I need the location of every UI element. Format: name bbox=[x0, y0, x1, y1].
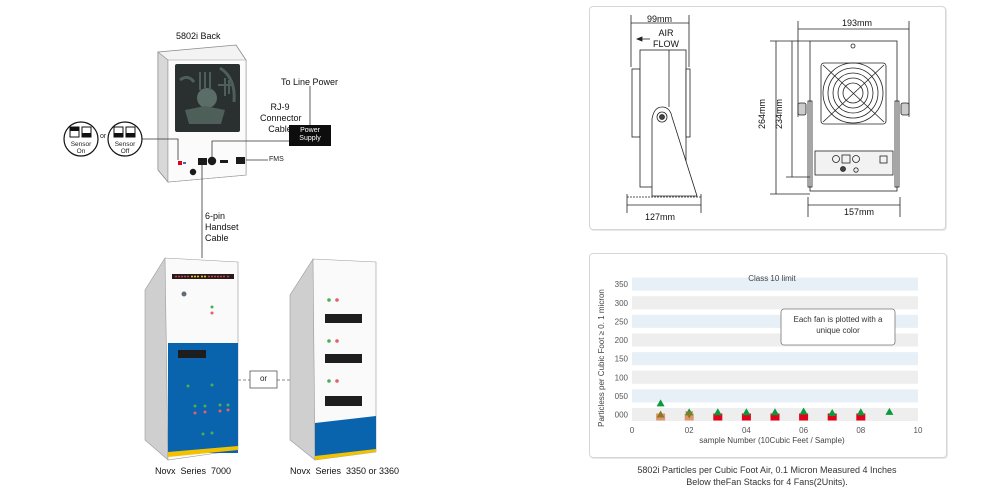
data-point bbox=[827, 413, 837, 421]
y-axis-label: Particless per Cubic Foot ≥ 0. 1 micron bbox=[597, 289, 606, 427]
chart-caption-line: 5802i Particles per Cubic Foot Air, 0.1 … bbox=[637, 465, 897, 475]
front-width-dim: 193mm bbox=[842, 18, 873, 28]
data-point bbox=[656, 399, 665, 407]
class-limit-label: Class 10 limit bbox=[748, 274, 796, 283]
x-tick-label: 04 bbox=[742, 426, 751, 435]
novx-7000-unit bbox=[144, 257, 239, 461]
rj9-label-line: Cable bbox=[268, 124, 292, 134]
data-point bbox=[742, 408, 751, 416]
sensor-on-diagram bbox=[63, 121, 99, 157]
data-point bbox=[713, 413, 723, 421]
air-flow-line: FLOW bbox=[653, 39, 679, 49]
dip-switch-icon bbox=[178, 161, 182, 165]
dimension-drawing bbox=[626, 15, 910, 217]
y-tick-label: 300 bbox=[615, 299, 629, 308]
handset-label-line: 6-pin bbox=[205, 211, 226, 221]
power-supply-label-line: Power bbox=[300, 127, 320, 134]
y-tick-label: 000 bbox=[615, 411, 629, 420]
data-point bbox=[771, 408, 779, 416]
data-point bbox=[885, 407, 894, 415]
side-width-dim: 99mm bbox=[647, 14, 673, 24]
sensor-off-label-line: Sensor bbox=[114, 141, 136, 148]
particle-chart: 000 050 100 150 200 250 300 350 0 02 04 06 08 10 Cla… bbox=[597, 274, 923, 445]
annotation-text: Each fan is plotted with a unique color bbox=[793, 315, 883, 335]
ionizer-back-unit bbox=[157, 44, 247, 183]
y-tick-label: 350 bbox=[615, 280, 629, 289]
data-point bbox=[799, 413, 809, 421]
x-tick-label: 10 bbox=[914, 426, 923, 435]
data-point bbox=[828, 409, 837, 417]
air-flow-label: AIR FLOW bbox=[653, 28, 679, 50]
fms-label: FMS bbox=[269, 156, 284, 163]
grid-band bbox=[632, 352, 918, 366]
sensor-on-label-line: Sensor bbox=[70, 141, 92, 148]
novx-3350-unit bbox=[289, 258, 377, 461]
chart-panel: 000 050 100 150 200 250 300 350 0 02 04 06 08 10 Cla… bbox=[589, 253, 947, 458]
data-point bbox=[770, 413, 780, 421]
y-tick-label: 200 bbox=[615, 336, 629, 345]
unit-title: 5802i Back bbox=[176, 31, 221, 41]
data-point bbox=[799, 407, 808, 415]
handset-label-line: Handset bbox=[205, 222, 239, 232]
x-tick-label: 06 bbox=[799, 426, 808, 435]
y-tick-label: 050 bbox=[615, 392, 629, 401]
sensor-off-label: Sensor Off bbox=[114, 141, 136, 155]
handset-port-icon bbox=[198, 158, 207, 165]
data-point bbox=[685, 411, 694, 419]
novx-3350-label: Novx Series 3350 or 3360 bbox=[290, 466, 400, 476]
power-supply-label: Power Supply bbox=[289, 127, 331, 143]
rj9-label-line: RJ-9 bbox=[270, 102, 290, 112]
novx-7000-label: Novx Series 7000 bbox=[155, 466, 232, 476]
grid-band bbox=[632, 389, 918, 403]
x-tick-label: 02 bbox=[685, 426, 694, 435]
or-box-label: or bbox=[259, 374, 268, 383]
sensor-on-label-line: On bbox=[76, 148, 86, 155]
rj9-label-line: Connector bbox=[260, 113, 302, 123]
leader-lines bbox=[142, 86, 311, 258]
fms-port-icon bbox=[236, 157, 245, 164]
x-tick-label: 08 bbox=[856, 426, 865, 435]
wiring-diagram: 5802i Back To Line Power RJ-9 Connector … bbox=[63, 31, 400, 476]
sensor-on-label: Sensor On bbox=[70, 141, 92, 155]
front-view bbox=[770, 21, 910, 217]
height-body-dim: 234mm bbox=[774, 98, 784, 129]
base-width-dim: 127mm bbox=[645, 212, 676, 222]
data-point bbox=[656, 410, 665, 418]
handset-label: 6-pin Handset Cable bbox=[205, 211, 239, 244]
y-tick-label: 100 bbox=[615, 373, 629, 382]
line-power-label: To Line Power bbox=[281, 77, 339, 87]
data-point bbox=[713, 408, 722, 416]
dimensions-panel: 99mm AIR FLOW 127mm 193mm 264mm 234mm 15… bbox=[589, 6, 946, 230]
annotation-box bbox=[780, 308, 896, 346]
chart-caption: 5802i Particles per Cubic Foot Air, 0.1 … bbox=[589, 464, 945, 488]
grid-band bbox=[632, 296, 918, 310]
wiring-diagram-graphics bbox=[63, 44, 377, 461]
rj9-label: RJ-9 Connector Cable bbox=[260, 102, 302, 135]
sensor-off-label-line: Off bbox=[120, 148, 130, 155]
side-view bbox=[626, 15, 702, 213]
front-base-dim: 157mm bbox=[844, 207, 875, 217]
power-supply-box bbox=[289, 125, 331, 146]
data-point bbox=[856, 413, 866, 421]
height-total-dim: 264mm bbox=[757, 98, 767, 129]
y-tick-label: 150 bbox=[615, 355, 629, 364]
power-jack-icon bbox=[189, 168, 197, 176]
sensor-or-label: or bbox=[100, 133, 107, 140]
air-flow-line: AIR bbox=[658, 28, 674, 38]
x-tick-label: 0 bbox=[630, 426, 635, 435]
chart-caption-line: Below theFan Stacks for 4 Fans(2Units). bbox=[686, 477, 848, 487]
or-connector bbox=[238, 370, 290, 389]
data-point bbox=[856, 408, 865, 416]
grid-band bbox=[632, 277, 918, 291]
x-axis-label: sample Number (10Cubic Feet / Sample) bbox=[699, 436, 845, 445]
power-supply-label-line: Supply bbox=[299, 135, 321, 142]
y-tick-label: 250 bbox=[615, 317, 629, 326]
rj9-port-icon bbox=[207, 156, 217, 166]
grid-band bbox=[632, 370, 918, 384]
data-point bbox=[741, 413, 751, 421]
handset-label-line: Cable bbox=[205, 233, 229, 243]
